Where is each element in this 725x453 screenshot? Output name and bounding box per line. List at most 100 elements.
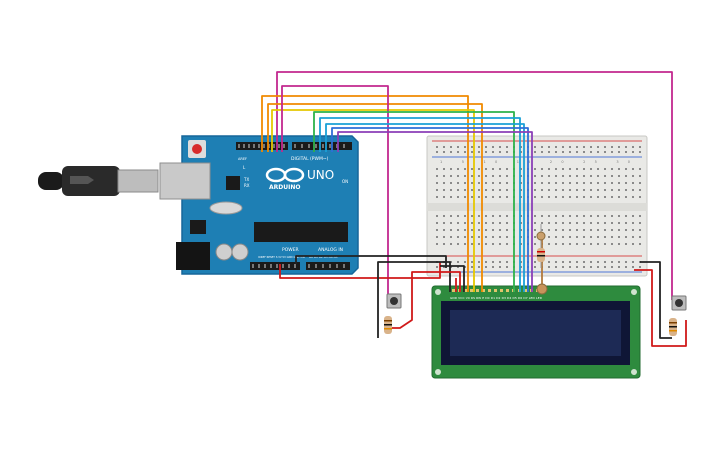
rail-hole[interactable]: [485, 261, 487, 263]
header-pin[interactable]: [288, 264, 290, 268]
rail-hole[interactable]: [499, 151, 501, 153]
hole[interactable]: [632, 236, 634, 238]
lcd-potentiometer[interactable]: [536, 283, 548, 295]
hole[interactable]: [506, 196, 508, 198]
hole[interactable]: [478, 196, 480, 198]
hole[interactable]: [590, 182, 592, 184]
hole[interactable]: [457, 236, 459, 238]
hole[interactable]: [506, 168, 508, 170]
rail-hole[interactable]: [471, 261, 473, 263]
rail-hole[interactable]: [471, 146, 473, 148]
rail-hole[interactable]: [478, 266, 480, 268]
rail-hole[interactable]: [597, 266, 599, 268]
hole[interactable]: [604, 189, 606, 191]
resistor-left[interactable]: [384, 316, 392, 334]
hole[interactable]: [457, 175, 459, 177]
rail-hole[interactable]: [604, 261, 606, 263]
rail-hole[interactable]: [534, 261, 536, 263]
header-pin[interactable]: [270, 264, 272, 268]
hole[interactable]: [534, 168, 536, 170]
hole[interactable]: [639, 175, 641, 177]
rail-hole[interactable]: [611, 266, 613, 268]
hole[interactable]: [597, 175, 599, 177]
hole[interactable]: [576, 229, 578, 231]
hole[interactable]: [499, 168, 501, 170]
hole[interactable]: [562, 236, 564, 238]
hole[interactable]: [506, 236, 508, 238]
hole[interactable]: [478, 168, 480, 170]
hole[interactable]: [506, 222, 508, 224]
hole[interactable]: [464, 222, 466, 224]
usb-cable[interactable]: [38, 166, 159, 196]
rail-hole[interactable]: [443, 266, 445, 268]
header-pin[interactable]: [336, 144, 338, 148]
hole[interactable]: [555, 243, 557, 245]
header-pin[interactable]: [294, 264, 296, 268]
hole[interactable]: [583, 189, 585, 191]
hole[interactable]: [639, 236, 641, 238]
hole[interactable]: [534, 215, 536, 217]
hole[interactable]: [436, 236, 438, 238]
hole[interactable]: [604, 196, 606, 198]
hole[interactable]: [541, 196, 543, 198]
hole[interactable]: [611, 196, 613, 198]
hole[interactable]: [597, 229, 599, 231]
hole[interactable]: [534, 229, 536, 231]
hole[interactable]: [478, 222, 480, 224]
rail-hole[interactable]: [485, 266, 487, 268]
hole[interactable]: [520, 222, 522, 224]
hole[interactable]: [541, 182, 543, 184]
hole[interactable]: [520, 229, 522, 231]
hole[interactable]: [443, 189, 445, 191]
rail-hole[interactable]: [450, 151, 452, 153]
rail-hole[interactable]: [597, 146, 599, 148]
rail-hole[interactable]: [632, 146, 634, 148]
header-pin[interactable]: [258, 264, 260, 268]
rail-hole[interactable]: [492, 151, 494, 153]
rail-hole[interactable]: [639, 146, 641, 148]
rail-hole[interactable]: [464, 266, 466, 268]
hole[interactable]: [499, 196, 501, 198]
hole[interactable]: [443, 196, 445, 198]
hole[interactable]: [611, 243, 613, 245]
rail-hole[interactable]: [632, 151, 634, 153]
rail-hole[interactable]: [464, 146, 466, 148]
rail-hole[interactable]: [569, 266, 571, 268]
hole[interactable]: [576, 168, 578, 170]
header-pin[interactable]: [322, 264, 324, 268]
rail-hole[interactable]: [590, 261, 592, 263]
hole[interactable]: [443, 243, 445, 245]
hole[interactable]: [583, 229, 585, 231]
hole[interactable]: [492, 215, 494, 217]
hole[interactable]: [471, 229, 473, 231]
hole[interactable]: [436, 175, 438, 177]
hole[interactable]: [604, 236, 606, 238]
header-pin[interactable]: [258, 144, 260, 148]
hole[interactable]: [555, 168, 557, 170]
hole[interactable]: [450, 168, 452, 170]
hole[interactable]: [625, 222, 627, 224]
rail-hole[interactable]: [590, 146, 592, 148]
header-pin[interactable]: [276, 264, 278, 268]
hole[interactable]: [583, 168, 585, 170]
hole[interactable]: [534, 243, 536, 245]
rail-hole[interactable]: [485, 146, 487, 148]
hole[interactable]: [625, 215, 627, 217]
hole[interactable]: [478, 215, 480, 217]
hole[interactable]: [555, 222, 557, 224]
hole[interactable]: [506, 189, 508, 191]
hole[interactable]: [506, 229, 508, 231]
hole[interactable]: [520, 243, 522, 245]
header-pin[interactable]: [243, 144, 245, 148]
hole[interactable]: [562, 215, 564, 217]
hole[interactable]: [625, 236, 627, 238]
hole[interactable]: [639, 222, 641, 224]
hole[interactable]: [632, 229, 634, 231]
rail-hole[interactable]: [639, 266, 641, 268]
hole[interactable]: [499, 175, 501, 177]
header-pin[interactable]: [315, 144, 317, 148]
rail-hole[interactable]: [632, 261, 634, 263]
hole[interactable]: [625, 229, 627, 231]
hole[interactable]: [548, 196, 550, 198]
hole[interactable]: [618, 189, 620, 191]
